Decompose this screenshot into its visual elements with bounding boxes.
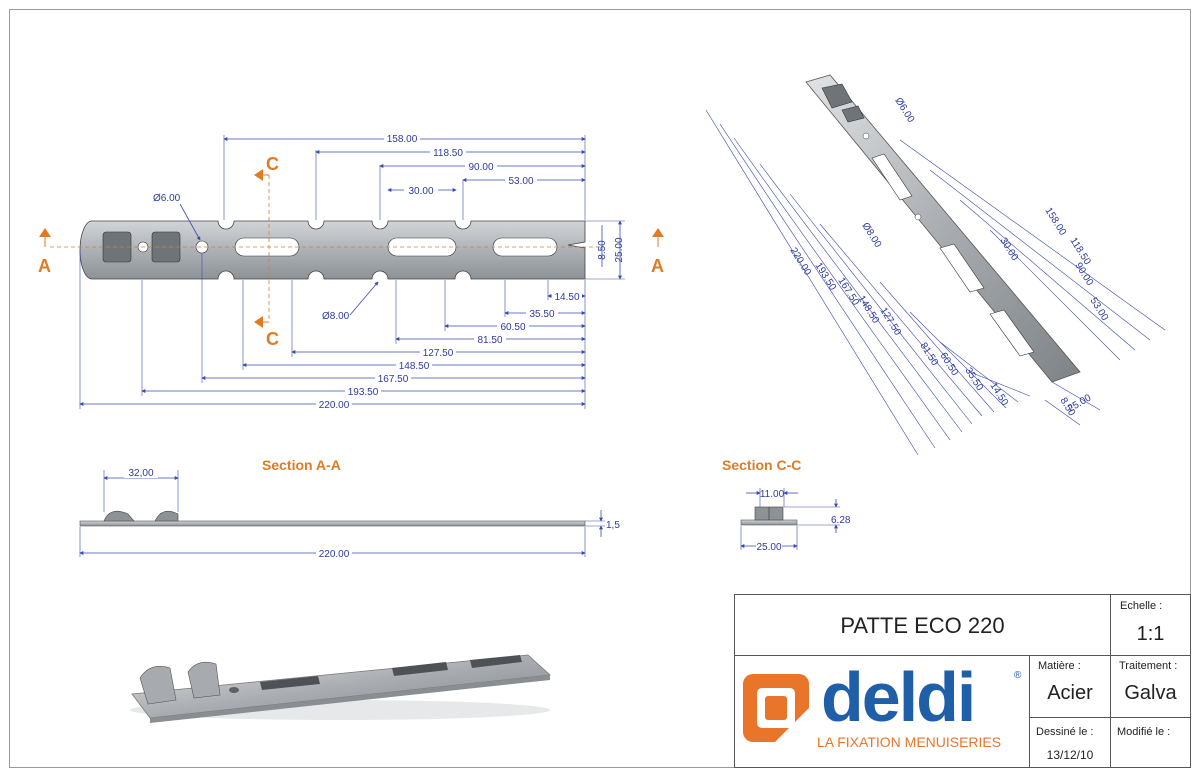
hole-label-8: Ø8.00	[322, 311, 350, 322]
dim-right-8-50: 8.50	[597, 240, 608, 260]
dessine-value: 13/12/10	[1046, 748, 1094, 762]
isometric-view: Ø6.00 158.00 118.50 90.00 Ø8.00 30.00 53…	[705, 74, 1166, 456]
modifie-cell: Modifié le :	[1110, 717, 1191, 768]
part-name: PATTE ECO 220	[840, 613, 1005, 638]
matiere-label: Matière :	[1038, 660, 1081, 672]
iso-dim-8: Ø8.00	[859, 221, 883, 250]
deldi-logo	[743, 674, 809, 742]
logo-tagline: LA FIXATION MENUISERIES	[817, 734, 1002, 750]
right-dimensions: 8.50 25.00	[585, 220, 625, 280]
render-view	[130, 654, 551, 723]
iso-dim-6: Ø6.00	[892, 96, 916, 125]
plan-view	[50, 175, 600, 320]
dim-bot-35: 35.50	[529, 309, 554, 320]
iso-dim-167: 167.50	[835, 276, 861, 308]
section-cc-height: 6.28	[831, 515, 851, 526]
traitement-label: Traitement :	[1119, 660, 1178, 672]
logo-cell: deldi ® LA FIXATION MENUISERIES	[734, 655, 1030, 768]
echelle-value: 1:1	[1136, 623, 1165, 645]
traitement-value: Galva	[1124, 682, 1177, 704]
iso-dim-127: 127.50	[877, 306, 903, 338]
bottom-dimensions: 14.50 35.50 60.50 81.50 127.50 148.50 16…	[79, 250, 586, 411]
dim-top-53: 53.00	[508, 176, 533, 187]
dim-top-158: 158.00	[387, 134, 418, 145]
drawing-frame	[9, 9, 1191, 768]
section-aa-title: Section A-A	[262, 457, 341, 473]
dim-right-25: 25.00	[614, 237, 625, 262]
top-dimensions: 158.00 118.50 90.00 30.00 53.00	[223, 132, 586, 220]
dim-top-118: 118.50	[433, 148, 463, 159]
dim-top-30: 30.00	[408, 186, 433, 197]
dim-bot-127: 127.50	[423, 348, 454, 359]
dim-top-90: 90.00	[468, 162, 493, 173]
logo-registered: ®	[1014, 670, 1022, 681]
dim-bot-60: 60.50	[500, 322, 525, 333]
iso-dim-25: 25.00	[1066, 392, 1094, 414]
iso-dim-158: 158.00	[1042, 206, 1068, 238]
dessine-cell: Dessiné le : 13/12/10	[1029, 717, 1111, 768]
modifie-label: Modifié le :	[1117, 726, 1171, 738]
section-cc-width: 25.00	[756, 542, 781, 553]
section-aa-tab-dim: 32,00	[128, 468, 153, 479]
iso-dim-81: 81.50	[917, 341, 940, 368]
section-cc: Section C-C 11.00 6.28 25.00	[722, 457, 851, 553]
dessine-label: Dessiné le :	[1036, 726, 1094, 738]
section-c-top: C	[266, 154, 279, 174]
dim-bot-220: 220.00	[319, 400, 350, 411]
section-cc-title: Section C-C	[722, 457, 801, 473]
section-aa-length: 220.00	[319, 549, 350, 560]
dim-bot-14: 14.50	[554, 292, 579, 303]
dim-bot-81: 81.50	[477, 335, 502, 346]
part-name-cell: PATTE ECO 220	[734, 594, 1111, 656]
dim-bot-193: 193.50	[348, 387, 379, 398]
iso-dim-148: 148.50	[855, 294, 881, 326]
section-c-bottom: C	[266, 329, 279, 349]
iso-dim-53: 53.00	[1087, 296, 1110, 323]
iso-dim-220: 220.00	[787, 246, 813, 278]
section-markers: A A C C	[38, 154, 664, 349]
hole-label-6: Ø6.00	[153, 193, 181, 204]
traitement-cell: Traitement : Galva	[1110, 655, 1191, 718]
plate-outline	[79, 220, 586, 280]
dim-bot-167: 167.50	[378, 374, 409, 385]
section-a-left: A	[38, 256, 51, 276]
section-aa: Section A-A 32,00 1,5 220.00	[79, 457, 620, 560]
echelle-label: Echelle :	[1120, 600, 1163, 612]
iso-dim-193: 193.50	[812, 261, 838, 293]
matiere-cell: Matière : Acier	[1029, 655, 1111, 718]
iso-dim-90: 90.00	[1072, 261, 1095, 288]
dim-bot-148: 148.50	[399, 361, 430, 372]
echelle-cell: Echelle : 1:1	[1110, 594, 1191, 656]
matiere-value: Acier	[1047, 682, 1093, 704]
section-aa-thickness: 1,5	[606, 520, 620, 531]
section-cc-width-top: 11.00	[760, 489, 785, 500]
logo-wordmark: deldi	[821, 658, 976, 736]
iso-dim-14: 14.50	[987, 381, 1010, 408]
iso-dim-30: 30.00	[997, 236, 1020, 263]
section-a-right: A	[651, 256, 664, 276]
iso-dim-35: 35.50	[962, 366, 985, 393]
